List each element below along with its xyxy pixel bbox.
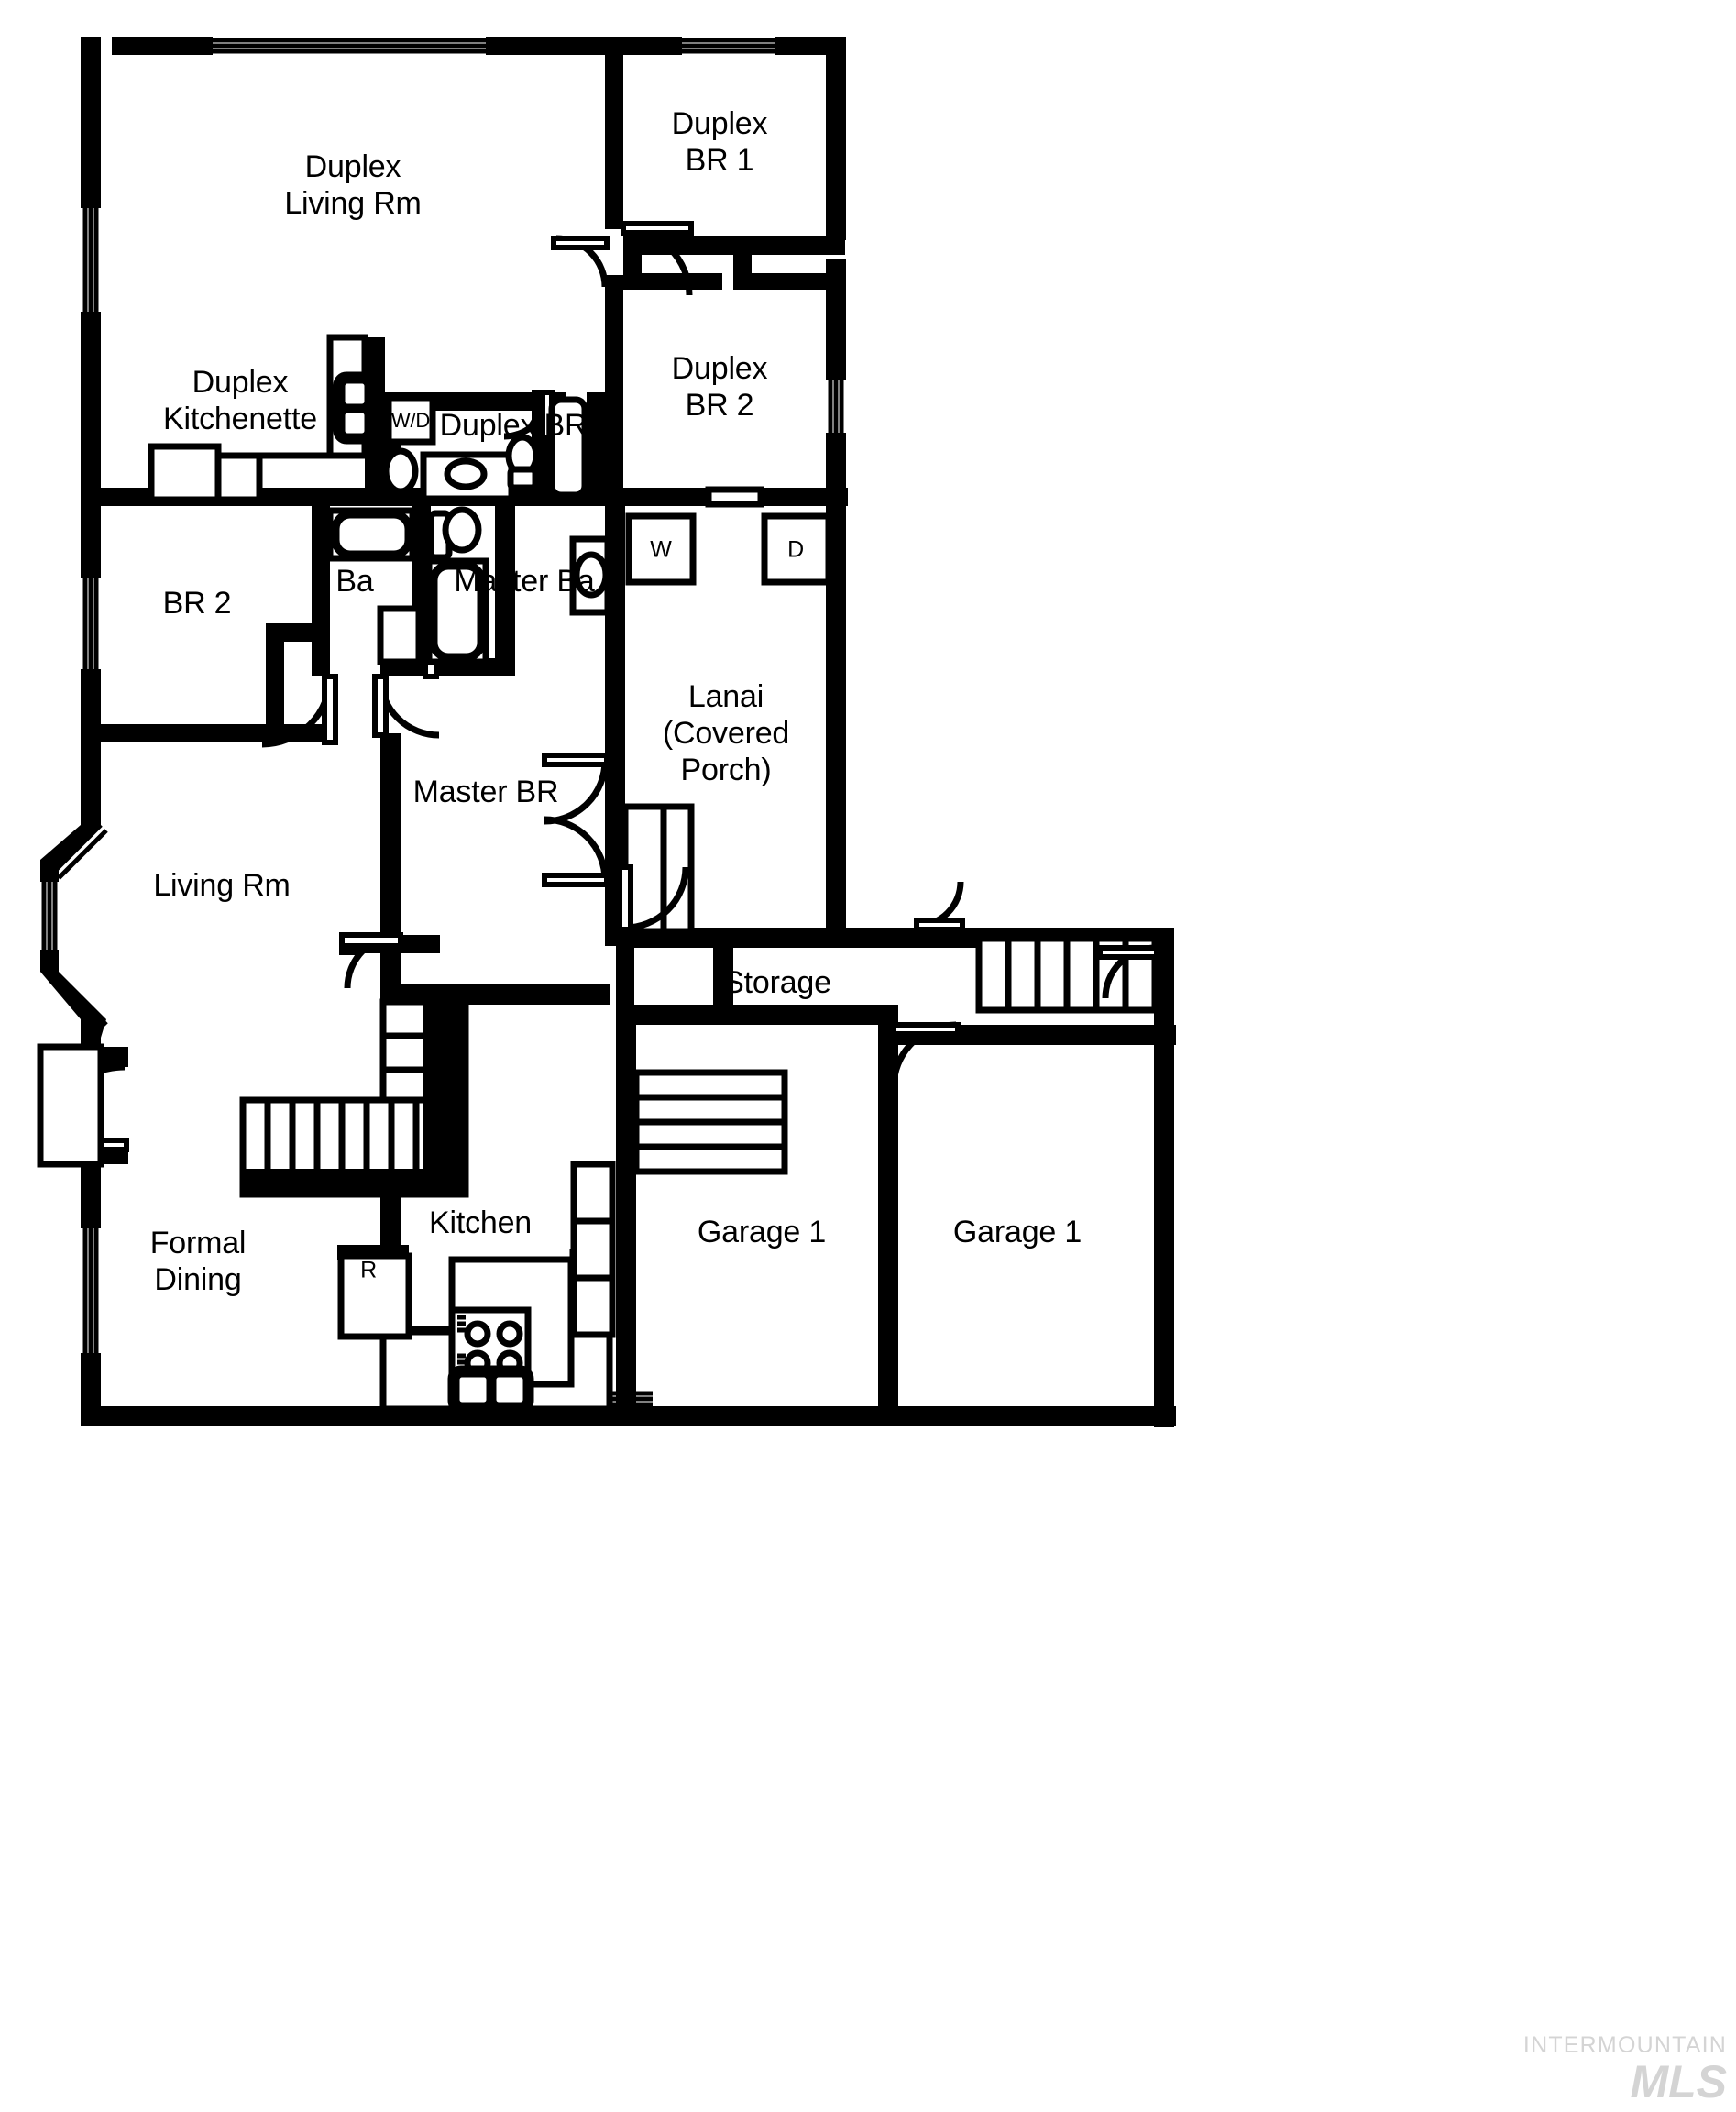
- window-left-dining: [82, 1228, 99, 1353]
- dryer-box: [761, 512, 832, 586]
- door-master-lanai-upper: [542, 753, 610, 825]
- bath-vanity: [377, 605, 423, 666]
- washer-box: [625, 512, 697, 586]
- bay-window-lower: [46, 964, 108, 1027]
- door-br2: [261, 674, 338, 748]
- stairs-garage-left: [632, 1069, 788, 1175]
- duplex-bath-fixtures: [382, 396, 588, 502]
- door-master-lanai-lower: [542, 816, 610, 887]
- master-bath-tub: [425, 557, 489, 666]
- door-duplex-hall: [551, 235, 610, 288]
- washer-dryer-box: [385, 394, 436, 446]
- door-duplex-br1: [621, 221, 694, 296]
- window-top-left: [213, 38, 486, 54]
- master-bath-sink: [569, 535, 611, 616]
- kitchen-sink: [447, 1365, 534, 1414]
- bath-tub: [326, 507, 416, 562]
- window-left-upper: [82, 208, 99, 312]
- stairs-main: [239, 998, 469, 1198]
- master-bath-toilet: [427, 506, 482, 561]
- window-left-br2: [82, 578, 99, 669]
- walls-group: [37, 37, 1176, 1427]
- duplex-kitchenette-sink: [333, 371, 377, 445]
- door-living-master: [339, 931, 403, 989]
- window-right-duplex: [828, 380, 844, 433]
- refrigerator: [337, 1245, 412, 1340]
- duplex-kitchenette-counter: [148, 334, 368, 503]
- stairs-entry: [37, 1043, 104, 1168]
- window-top-right: [682, 38, 775, 54]
- kitchen-island-range: [448, 1256, 575, 1388]
- door-garage-stairs: [1097, 944, 1159, 999]
- door-lanai-lower: [617, 864, 689, 932]
- door-garage-right: [890, 1021, 961, 1088]
- door-storage: [914, 881, 965, 932]
- door-master-br: [372, 674, 440, 739]
- kitchen-cabinet-column: [570, 1160, 616, 1338]
- lanai-step: [621, 803, 695, 935]
- bay-window-middle: [41, 882, 58, 950]
- bay-window-upper: [46, 818, 108, 880]
